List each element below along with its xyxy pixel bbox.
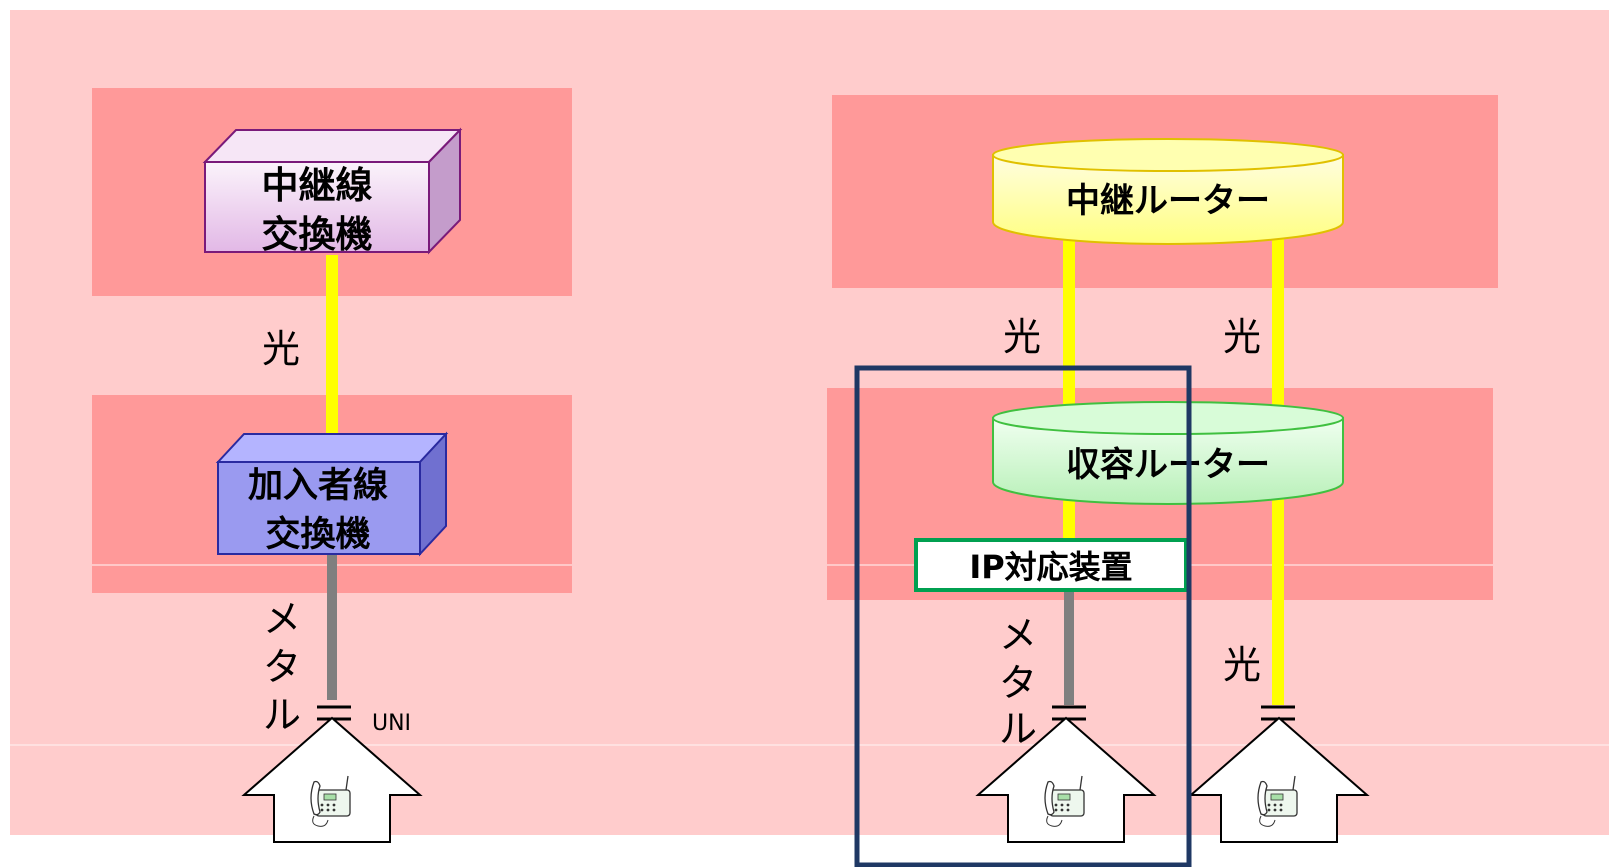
metal-label-left-3: ル	[263, 693, 301, 737]
fiber-label-right-3: 光	[1223, 643, 1261, 687]
ip-device-box	[914, 538, 1188, 592]
metal-label-right-1: メ	[999, 613, 1037, 657]
metal-label-right-2: タ	[999, 661, 1037, 705]
uni-label: UNI	[372, 711, 411, 736]
subscriber-switch-label-line2: 交換機	[265, 514, 370, 555]
fiber-label-right-1: 光	[1003, 315, 1041, 359]
metal-label-left-2: タ	[263, 645, 301, 689]
subscriber-switch	[215, 431, 449, 557]
metal-label-left-1: メ	[263, 597, 301, 641]
fiber-label-left: 光	[262, 327, 300, 371]
house-icon	[975, 716, 1157, 843]
subscriber-switch-label-line1: 加入者線	[248, 466, 388, 506]
relay-router	[992, 138, 1344, 245]
access-router-label: 収容ルーター	[1066, 445, 1270, 485]
ip-device-label: IP対応装置	[969, 548, 1132, 586]
trunk-switch-label-line2: 交換機	[262, 213, 373, 256]
relay-router-label: 中継ルーター	[1066, 181, 1270, 221]
metal-label-right-3: ル	[999, 707, 1037, 751]
fiber-label-right-2: 光	[1223, 315, 1261, 359]
house-icon	[241, 716, 423, 843]
trunk-switch-label-line1: 中継線	[262, 164, 373, 207]
access-router	[992, 401, 1344, 505]
house-icon	[1188, 716, 1370, 843]
trunk-switch	[202, 127, 463, 255]
highlight-frame	[854, 365, 1192, 867]
